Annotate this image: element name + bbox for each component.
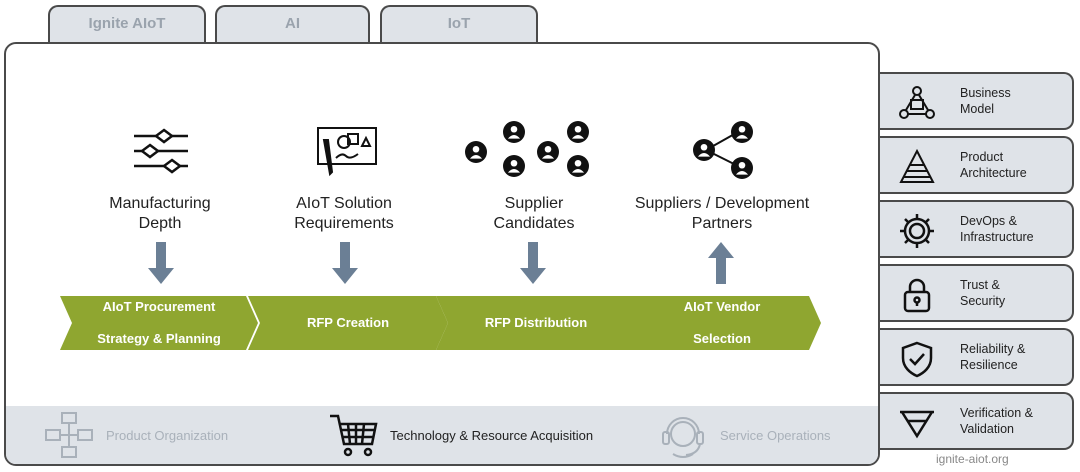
side-label: Architecture — [960, 166, 1027, 180]
side-item-verification-validation[interactable]: Verification & Validation — [880, 392, 1074, 450]
tab-iot[interactable]: IoT — [380, 5, 538, 45]
side-label: Infrastructure — [960, 230, 1034, 244]
side-label: Security — [960, 294, 1006, 308]
pyramid-icon — [899, 148, 935, 183]
arrow-down-icon — [520, 242, 546, 284]
side-label: Reliability & — [960, 342, 1026, 356]
lock-icon — [903, 278, 931, 313]
side-item-reliability-resilience[interactable]: Reliability & Resilience — [880, 328, 1074, 386]
headset-icon — [662, 417, 704, 458]
side-label: Validation — [960, 422, 1014, 436]
side-item-devops-infrastructure[interactable]: DevOps & Infrastructure — [880, 200, 1074, 258]
triangle-down-icon — [900, 410, 934, 439]
side-label: Product — [960, 150, 1004, 164]
org-chart-icon — [45, 412, 93, 458]
process-step-rfp-distribution[interactable]: RFP Distribution — [436, 296, 636, 350]
footer-band: Product Organization Technology & Resour… — [6, 406, 878, 464]
side-item-trust-security[interactable]: Trust & Security — [880, 264, 1074, 322]
people-network-icon — [693, 121, 753, 179]
footer-service-operations[interactable]: Service Operations — [658, 406, 831, 464]
tab-ignite-aiot[interactable]: Ignite AIoT — [48, 5, 206, 45]
footer-label: Service Operations — [720, 427, 831, 443]
sliders-icon — [134, 128, 188, 174]
side-label: Business — [960, 86, 1011, 100]
side-label: Verification & — [960, 406, 1033, 420]
business-model-icon — [899, 86, 935, 119]
drawing-board-icon — [317, 127, 377, 177]
arrow-up-icon — [708, 242, 734, 284]
shield-check-icon — [901, 341, 933, 378]
side-label: Model — [960, 102, 995, 116]
people-group-icon — [465, 121, 589, 177]
gear-icon — [900, 214, 934, 248]
side-label: Resilience — [960, 358, 1018, 372]
shopping-cart-icon — [330, 414, 378, 457]
footer-product-organization[interactable]: Product Organization — [44, 406, 228, 464]
footer-label: Product Organization — [106, 427, 229, 443]
tab-ai[interactable]: AI — [215, 5, 370, 45]
side-label: DevOps & — [960, 214, 1017, 228]
footer-technology-resource-acquisition[interactable]: Technology & Resource Acquisition — [328, 406, 593, 464]
arrow-down-icon — [332, 242, 358, 284]
footer-label: Technology & Resource Acquisition — [390, 427, 594, 443]
process-step-rfp-creation[interactable]: RFP Creation — [248, 296, 448, 350]
arrow-down-icon — [148, 242, 174, 284]
brand-url: ignite-aiot.org — [936, 452, 1009, 466]
side-label: Trust & — [960, 278, 1000, 292]
